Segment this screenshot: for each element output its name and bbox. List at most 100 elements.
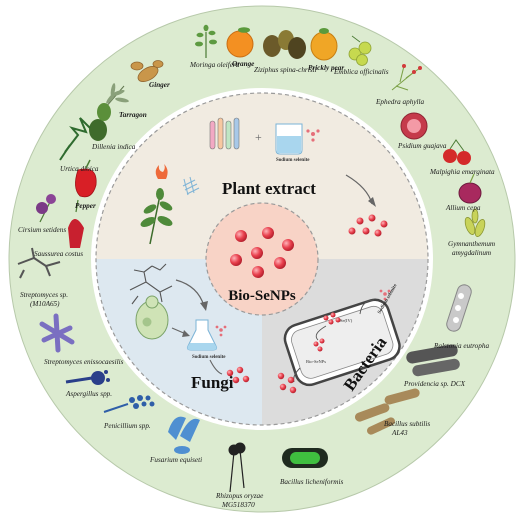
streptomyces-m10a65-icon bbox=[17, 247, 61, 279]
moringa-icon bbox=[195, 24, 217, 58]
bacteria-product-nanoparticles bbox=[277, 372, 297, 394]
ziziphus-icon bbox=[263, 30, 306, 59]
label-allium: Allium cepa bbox=[445, 204, 481, 212]
streptomyces-enissocaesilis-icon bbox=[39, 313, 75, 353]
bacterium-cell-icon bbox=[283, 298, 401, 387]
rhizopus-icon bbox=[228, 442, 246, 493]
beaker-icon bbox=[275, 123, 303, 155]
label-streptomyces-line1: Streptomyces sp. bbox=[20, 291, 68, 299]
label-emblica: Emblica officinalis bbox=[333, 68, 389, 76]
nanoparticle bbox=[282, 239, 294, 251]
label-bacillus-subtilis: Bacillus subtilis AL43 bbox=[384, 420, 430, 437]
label-prickly-pear: Prickly pear bbox=[308, 64, 344, 72]
onion-icon bbox=[458, 173, 482, 204]
bacteria-se-iv-label: Se(IV) bbox=[340, 318, 353, 323]
label-psidium: Psidium guajava bbox=[397, 142, 447, 150]
saussurea-icon bbox=[68, 199, 84, 248]
flask-icon bbox=[186, 319, 218, 351]
label-rhizopus: Rhizopus oryzae MG518370 bbox=[215, 492, 264, 509]
grater-icon bbox=[182, 176, 200, 196]
label-rhizopus-line2: MG518370 bbox=[221, 501, 255, 509]
nanoparticle bbox=[252, 266, 264, 278]
label-tarragon: Tarragon bbox=[119, 111, 147, 119]
fungi-sector-content: Sodium selenite Fungi bbox=[129, 263, 250, 392]
label-moringa: Moringa oleifera bbox=[189, 61, 240, 69]
center-label: Bio-SeNPs bbox=[228, 288, 296, 304]
plant-sprig-icon bbox=[140, 188, 173, 245]
label-urtica: Urtica dioica bbox=[60, 165, 99, 173]
nanoparticle bbox=[235, 230, 247, 242]
gymnanthemum-icon bbox=[464, 208, 486, 237]
ginger-icon bbox=[130, 60, 164, 82]
nanoparticle bbox=[262, 227, 274, 239]
nanoparticle bbox=[251, 247, 263, 259]
ephedra-icon bbox=[391, 64, 422, 91]
tarragon-icon bbox=[104, 83, 129, 109]
fungi-product-nanoparticles bbox=[226, 366, 250, 384]
label-ziziphus: Ziziphus spina-christi bbox=[254, 66, 317, 74]
emblica-icon bbox=[348, 35, 372, 66]
providencia-icon bbox=[406, 344, 460, 377]
inner-dashed-border bbox=[95, 92, 429, 426]
dillenia-icon bbox=[89, 103, 111, 141]
bacteria-sector-content: Se(IV) Bio-SeNPs Sodium selenite Bacteri… bbox=[277, 283, 401, 394]
plus-sign: + bbox=[255, 130, 262, 144]
fungi-sector bbox=[96, 259, 262, 425]
label-ephedra: Ephedra aphylla bbox=[375, 98, 425, 106]
label-fusarium: Fusarium equiseti bbox=[149, 456, 202, 464]
label-gymnanthemum: Gymnanthemum amygdalinum bbox=[448, 240, 495, 257]
fungi-reagent-label: Sodium selenite bbox=[192, 355, 226, 360]
label-ginger: Ginger bbox=[149, 81, 170, 89]
nanoparticle bbox=[230, 254, 242, 266]
label-orange: Orange bbox=[232, 60, 255, 68]
label-streptomyces-line2: (M10A65) bbox=[30, 300, 60, 308]
plant-sector-content: + Sodium selenite Plant extract bbox=[140, 117, 388, 245]
label-streptomyces-enissocaesilis: Streptomyces enissocaesilis bbox=[44, 358, 124, 366]
guava-icon bbox=[400, 112, 428, 140]
fusarium-icon bbox=[168, 416, 200, 454]
fungal-cell-icon bbox=[135, 295, 169, 340]
test-tubes-icon bbox=[209, 117, 240, 150]
label-aspergillus: Aspergillus spp. bbox=[65, 390, 112, 398]
center-nanoparticles bbox=[230, 227, 294, 278]
ralstonia-icon bbox=[446, 284, 472, 332]
mycelium-icon bbox=[129, 263, 173, 305]
fungi-selenite-molecule-icon bbox=[215, 325, 227, 337]
label-pepper: Pepper bbox=[75, 202, 96, 210]
sodium-selenite-molecule-icon bbox=[306, 129, 320, 142]
prickly-pear-icon bbox=[310, 28, 338, 61]
label-dillenia: Dillenia indica bbox=[91, 143, 136, 151]
cirsium-icon bbox=[36, 194, 56, 223]
label-penicillium: Penicillium spp. bbox=[103, 422, 151, 430]
label-cirsium: Cirsium setidens bbox=[18, 226, 66, 234]
label-gymnanthemum-line2: amygdalinum bbox=[452, 249, 491, 257]
flame-icon bbox=[155, 164, 168, 179]
plant-product-nanoparticles bbox=[348, 214, 388, 237]
label-bacillus-subtilis-line2: AL43 bbox=[391, 429, 408, 437]
pepper-icon bbox=[75, 159, 97, 198]
label-bacillus-subtilis-line1: Bacillus subtilis bbox=[384, 420, 430, 428]
label-rhizopus-line1: Rhizopus oryzae bbox=[215, 492, 264, 500]
label-ralstonia: Ralstonia eutropha bbox=[433, 342, 489, 350]
bacillus-subtilis-icon bbox=[354, 388, 420, 435]
label-gymnanthemum-line1: Gymnanthemum bbox=[448, 240, 495, 248]
acerola-icon bbox=[443, 139, 471, 165]
bacillus-licheniformis-icon bbox=[282, 448, 328, 468]
label-bacillus-licheniformis: Bacillus licheniformis bbox=[280, 478, 343, 486]
aspergillus-icon bbox=[65, 370, 110, 385]
orange-icon bbox=[226, 27, 254, 58]
urtica-icon bbox=[59, 117, 91, 161]
label-streptomyces-m10a65: Streptomyces sp. (M10A65) bbox=[20, 291, 68, 308]
penicillium-icon bbox=[103, 395, 155, 413]
label-providencia: Providencia sp. DCX bbox=[403, 380, 466, 388]
center-circle bbox=[205, 202, 319, 316]
bacteria-inner-nanoparticles bbox=[313, 312, 341, 352]
fungi-sector-title: Fungi bbox=[191, 373, 234, 392]
plant-sector-title: Plant extract bbox=[222, 179, 316, 198]
label-saussurea: Saussurea costus bbox=[34, 250, 83, 258]
nanoparticle bbox=[274, 257, 286, 269]
plant-reagent-label: Sodium selenite bbox=[276, 158, 310, 163]
label-malpighia: Malpighia emarginata bbox=[429, 168, 495, 176]
